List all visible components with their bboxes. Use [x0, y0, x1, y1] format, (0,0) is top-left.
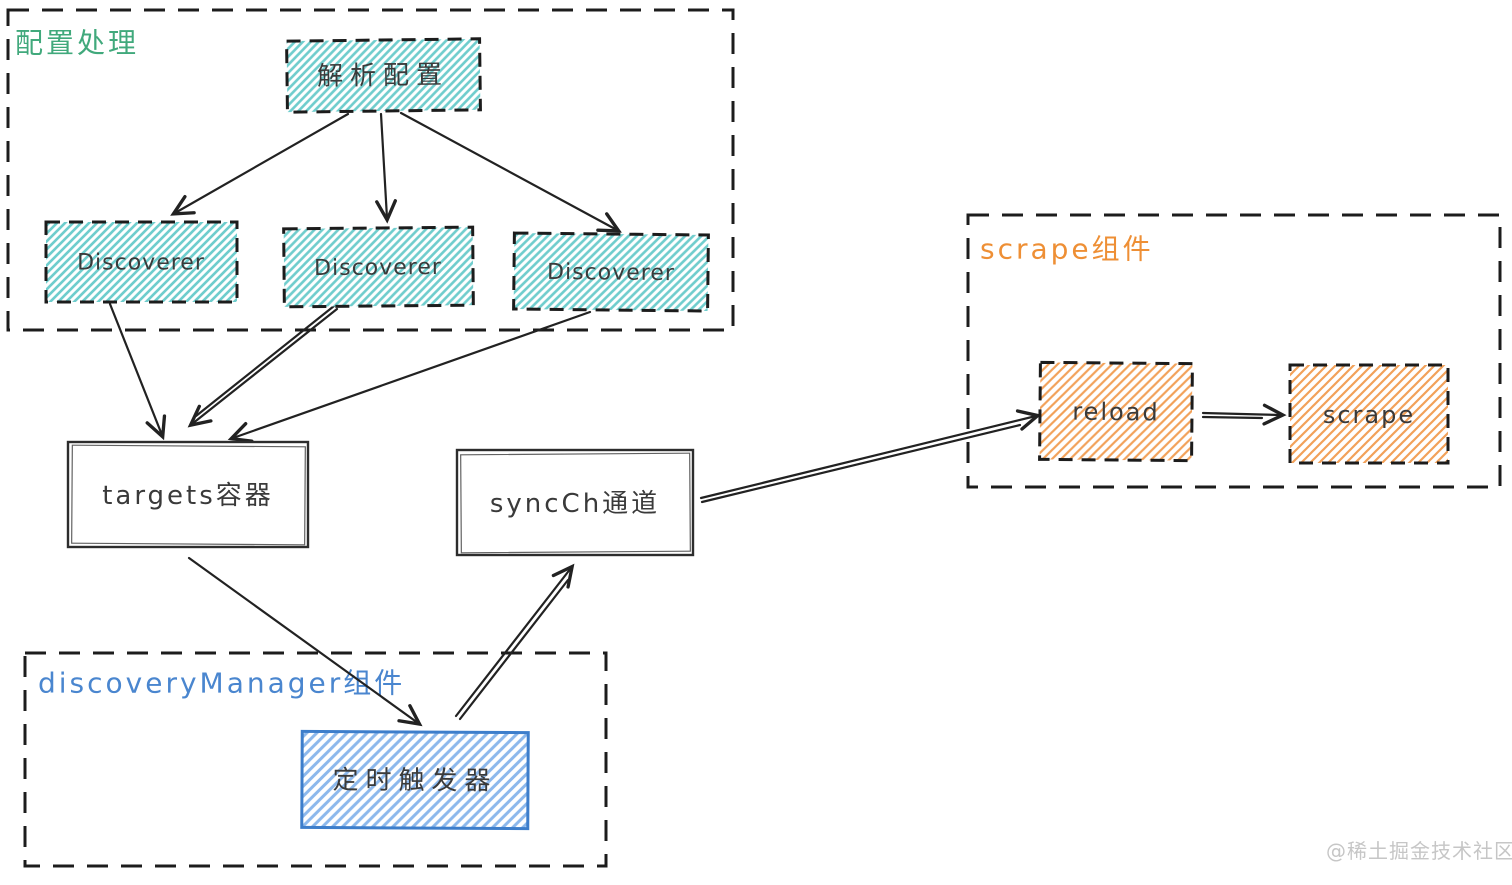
group-config: 配置处理 [6, 8, 735, 332]
edge-discoverer-1-to-targets [108, 302, 162, 435]
group-scrape-border [966, 213, 1502, 489]
node-targets-box [66, 440, 310, 549]
group-discovery-manager: discoveryManager组件 [23, 651, 608, 868]
node-syncch-box [455, 448, 695, 557]
edge-parse-config-to-discoverer-1 [175, 112, 350, 213]
edge-timer-trigger-to-syncch [454, 568, 571, 721]
node-parse-config: 解析配置 [285, 37, 482, 114]
node-discoverer-3: Discoverer [512, 231, 710, 313]
group-scrape-component: scrape组件 [966, 213, 1502, 489]
node-timer-trigger-box [300, 729, 530, 831]
node-syncch-box-sketch [460, 452, 691, 554]
edges-layer [108, 111, 1281, 723]
watermark: @稀土掘金技术社区 [1326, 839, 1512, 863]
node-timer-trigger-label: 定时触发器 [332, 766, 497, 797]
edge-line [1201, 413, 1281, 415]
edge-reload-to-scrape [1201, 413, 1281, 420]
node-reload-label: reload [1072, 398, 1160, 427]
node-syncch-label: syncCh通道 [490, 489, 660, 519]
node-parse-config-label: 解析配置 [317, 60, 449, 92]
node-scrape-label: scrape [1323, 401, 1415, 429]
edge-parse-config-to-discoverer-2 [381, 112, 387, 218]
group-scrape-label: scrape组件 [980, 233, 1154, 266]
edge-syncch-to-reload [699, 416, 1036, 504]
node-discoverer-2: Discoverer [282, 225, 475, 309]
node-reload: reload [1038, 360, 1194, 463]
node-discoverer-3-label: Discoverer [547, 260, 675, 286]
group-discovery-label: discoveryManager组件 [38, 667, 405, 700]
edge-line-double [700, 423, 1022, 504]
edge-parse-config-to-discoverer-3 [399, 111, 617, 230]
node-timer-trigger: 定时触发器 [300, 729, 530, 831]
node-scrape: scrape [1288, 363, 1450, 465]
edge-discoverer-3-to-targets [233, 310, 592, 438]
node-discoverer-1-box [44, 220, 239, 304]
node-discoverer-1-label: Discoverer [77, 251, 205, 276]
edge-discoverer-2-to-targets [192, 304, 339, 424]
group-config-border [6, 8, 735, 332]
edge-line [699, 416, 1036, 500]
node-parse-config-box [285, 37, 482, 114]
edge-line-double [458, 578, 570, 721]
node-discoverer-3-box [512, 231, 710, 313]
node-targets-box-sketch [71, 444, 306, 546]
edge-targets-to-timer-trigger [187, 556, 418, 723]
group-config-label: 配置处理 [15, 27, 139, 60]
node-discoverer-2-box [282, 225, 475, 309]
node-syncch-channel: syncCh通道 [455, 448, 695, 557]
node-discoverer-2-label: Discoverer [314, 255, 442, 281]
edge-line-double [1201, 415, 1264, 420]
edge-line [192, 307, 339, 424]
node-discoverer-1: Discoverer [44, 220, 239, 304]
node-scrape-box [1288, 363, 1450, 465]
node-targets-label: targets容器 [102, 481, 274, 511]
node-targets-container: targets容器 [66, 440, 310, 549]
edge-line-double [194, 304, 336, 418]
edge-line [454, 568, 571, 718]
node-reload-box [1038, 360, 1194, 463]
group-discovery-border [23, 651, 608, 868]
